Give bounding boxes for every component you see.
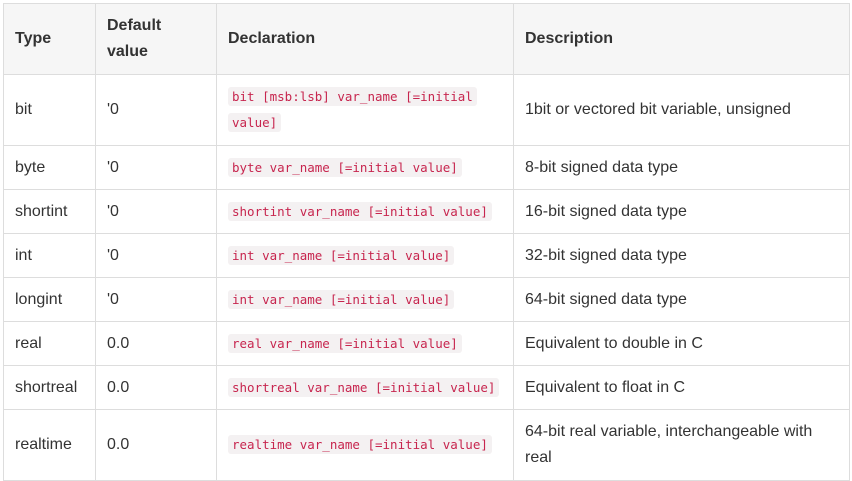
- cell-declaration: shortint var_name [=initial value]: [216, 189, 514, 234]
- declaration-code: int var_name [=initial value]: [228, 245, 455, 265]
- table-row: shortint '0 shortint var_name [=initial …: [3, 189, 850, 234]
- cell-description: Equivalent to double in C: [513, 321, 850, 366]
- table-row: shortreal 0.0 shortreal var_name [=initi…: [3, 365, 850, 410]
- cell-default-value: '0: [95, 233, 217, 278]
- cell-default-value: '0: [95, 145, 217, 190]
- type-text: byte: [15, 158, 46, 176]
- cell-type: realtime: [3, 409, 96, 481]
- description-text: Equivalent to float in C: [525, 378, 686, 396]
- declaration-code: real var_name [=initial value]: [228, 333, 462, 353]
- table-row: longint '0 int var_name [=initial value]…: [3, 277, 850, 322]
- type-text: bit: [15, 101, 32, 118]
- type-text: real: [15, 334, 42, 352]
- data-types-table-container: Type Default value Declaration Descripti…: [3, 3, 850, 481]
- description-text: 1bit or vectored bit variable, unsigned: [525, 101, 791, 118]
- header-description: Description: [513, 3, 850, 75]
- default-value-text: 0.0: [107, 334, 130, 352]
- default-value-text: '0: [107, 246, 119, 264]
- declaration-code: shortint var_name [=initial value]: [228, 201, 492, 221]
- table-row: realtime 0.0 realtime var_name [=initial…: [3, 409, 850, 481]
- cell-declaration: int var_name [=initial value]: [216, 233, 514, 278]
- cell-description: Equivalent to float in C: [513, 365, 850, 410]
- cell-type: shortreal: [3, 365, 96, 410]
- cell-type: int: [3, 233, 96, 278]
- cell-declaration: realtime var_name [=initial value]: [216, 409, 514, 481]
- description-text: 8-bit signed data type: [525, 158, 678, 176]
- default-value-text: 0.0: [107, 378, 130, 396]
- type-text: shortreal: [15, 378, 78, 396]
- cell-declaration: byte var_name [=initial value]: [216, 145, 514, 190]
- header-declaration: Declaration: [216, 3, 514, 75]
- type-text: realtime: [15, 436, 72, 453]
- cell-default-value: '0: [95, 277, 217, 322]
- cell-description: 64-bit signed data type: [513, 277, 850, 322]
- data-types-table: Type Default value Declaration Descripti…: [3, 3, 850, 481]
- declaration-code: shortreal var_name [=initial value]: [228, 377, 500, 397]
- description-text: 64-bit signed data type: [525, 290, 687, 308]
- cell-type: shortint: [3, 189, 96, 234]
- cell-type: real: [3, 321, 96, 366]
- cell-declaration: real var_name [=initial value]: [216, 321, 514, 366]
- cell-type: longint: [3, 277, 96, 322]
- table-row: bit '0 bit [msb:lsb] var_name [=initial …: [3, 74, 850, 146]
- cell-description: 16-bit signed data type: [513, 189, 850, 234]
- cell-default-value: '0: [95, 189, 217, 234]
- table-row: int '0 int var_name [=initial value] 32-…: [3, 233, 850, 278]
- table-header-row: Type Default value Declaration Descripti…: [3, 3, 850, 75]
- description-text: 16-bit signed data type: [525, 202, 687, 220]
- cell-default-value: 0.0: [95, 365, 217, 410]
- type-text: longint: [15, 290, 63, 308]
- header-type: Type: [3, 3, 96, 75]
- cell-declaration: shortreal var_name [=initial value]: [216, 365, 514, 410]
- default-value-text: '0: [107, 101, 119, 118]
- header-default-value: Default value: [95, 3, 217, 75]
- declaration-code: byte var_name [=initial value]: [228, 157, 462, 177]
- cell-default-value: 0.0: [95, 321, 217, 366]
- cell-declaration: bit [msb:lsb] var_name [=initial value]: [216, 74, 514, 146]
- description-text: 32-bit signed data type: [525, 246, 687, 264]
- cell-type: byte: [3, 145, 96, 190]
- default-value-text: '0: [107, 158, 119, 176]
- default-value-text: '0: [107, 290, 119, 308]
- description-text: 64-bit real variable, interchangeable wi…: [525, 423, 813, 466]
- cell-default-value: 0.0: [95, 409, 217, 481]
- cell-default-value: '0: [95, 74, 217, 146]
- cell-description: 1bit or vectored bit variable, unsigned: [513, 74, 850, 146]
- type-text: int: [15, 246, 32, 264]
- declaration-code: realtime var_name [=initial value]: [228, 435, 492, 454]
- declaration-code: bit [msb:lsb] var_name [=initial value]: [228, 87, 477, 132]
- table-row: byte '0 byte var_name [=initial value] 8…: [3, 145, 850, 190]
- declaration-code: int var_name [=initial value]: [228, 289, 455, 309]
- description-text: Equivalent to double in C: [525, 334, 703, 352]
- table-row: real 0.0 real var_name [=initial value] …: [3, 321, 850, 366]
- type-text: shortint: [15, 202, 68, 220]
- default-value-text: 0.0: [107, 436, 130, 453]
- default-value-text: '0: [107, 202, 119, 220]
- cell-description: 8-bit signed data type: [513, 145, 850, 190]
- cell-description: 64-bit real variable, interchangeable wi…: [513, 409, 850, 481]
- cell-type: bit: [3, 74, 96, 146]
- cell-description: 32-bit signed data type: [513, 233, 850, 278]
- cell-declaration: int var_name [=initial value]: [216, 277, 514, 322]
